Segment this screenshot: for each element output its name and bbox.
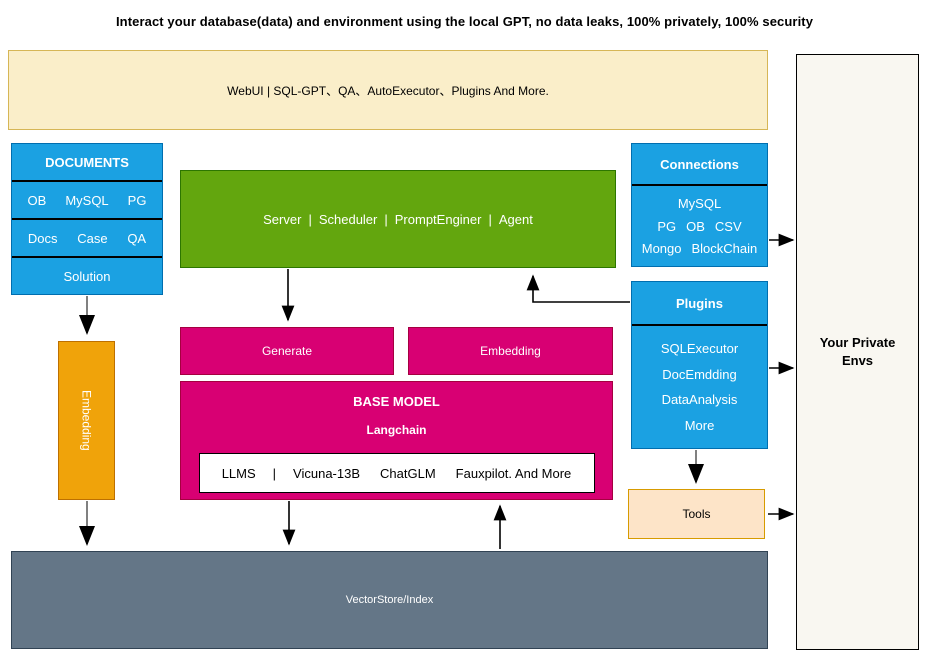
- arrow-plugins-to-server: [526, 274, 630, 303]
- plugin-more: More: [684, 418, 715, 434]
- documents-header: DOCUMENTS: [45, 154, 129, 170]
- llm-chatglm: ChatGLM: [380, 465, 436, 481]
- embedding-label: Embedding: [480, 344, 541, 358]
- plugins-body: SQLExecutor DocEmdding DataAnalysis More: [632, 324, 767, 448]
- plugin-dataanalysis: DataAnalysis: [661, 392, 738, 408]
- connections-blockchain: BlockChain: [691, 241, 758, 257]
- webui-banner-label: WebUI | SQL-GPT、QA、AutoExecutor、Plugins …: [227, 83, 549, 98]
- base-model-title: BASE MODEL: [353, 394, 440, 409]
- base-model-subtitle: Langchain: [366, 423, 427, 437]
- llms-label: LLMS: [221, 465, 256, 481]
- server-item: Server: [263, 211, 302, 227]
- documents-pg: PG: [127, 192, 147, 208]
- llms-list[interactable]: LLMS | Vicuna-13B ChatGLM Fauxpilot. And…: [198, 453, 595, 493]
- agent-item: Agent: [498, 211, 533, 227]
- page-title: Interact your database(data) and environ…: [115, 14, 814, 29]
- webui-banner[interactable]: WebUI | SQL-GPT、QA、AutoExecutor、Plugins …: [8, 50, 768, 130]
- connections-csv: CSV: [714, 218, 742, 234]
- connections-body: MySQL PG OB CSV Mongo BlockChain: [632, 184, 767, 266]
- llm-vicuna: Vicuna-13B: [293, 465, 361, 481]
- server-separator-3: |: [488, 211, 492, 227]
- plugin-docemdding: DocEmdding: [662, 366, 737, 382]
- plugin-sqlexecutor: SQLExecutor: [660, 340, 739, 356]
- connections-mysql: MySQL: [677, 195, 722, 211]
- connections-header: Connections: [660, 156, 739, 172]
- private-envs-box[interactable]: Your Private Envs: [796, 54, 919, 650]
- embedding-vertical-box[interactable]: Embedding: [58, 341, 115, 500]
- plugins-box[interactable]: Plugins SQLExecutor DocEmdding DataAnaly…: [631, 281, 768, 449]
- private-envs-line-1: Your Private: [819, 335, 896, 351]
- documents-row-solution: Solution: [12, 256, 162, 294]
- documents-docs: Docs: [27, 230, 58, 246]
- documents-case: Case: [77, 230, 108, 246]
- connections-line-1: MySQL: [678, 196, 721, 211]
- server-box[interactable]: Server | Scheduler | PromptEnginer | Age…: [180, 170, 616, 268]
- tools-box[interactable]: Tools: [628, 489, 765, 539]
- generate-label: Generate: [261, 344, 313, 358]
- promptenginer-item: PromptEnginer: [394, 211, 482, 227]
- documents-box[interactable]: DOCUMENTS OB MySQL PG Docs Case QA Solut…: [11, 143, 163, 295]
- tools-label: Tools: [682, 507, 711, 521]
- documents-row-content: Docs Case QA: [12, 218, 162, 256]
- private-envs-line-2: Envs: [841, 353, 874, 368]
- server-separator-1: |: [308, 211, 312, 227]
- connections-line-2: PG OB CSV: [657, 219, 741, 234]
- vectorstore-box[interactable]: VectorStore/Index: [11, 551, 768, 649]
- server-separator-2: |: [384, 211, 388, 227]
- llm-fauxpilot: Fauxpilot. And More: [455, 465, 572, 481]
- connections-box[interactable]: Connections MySQL PG OB CSV Mongo BlockC…: [631, 143, 768, 267]
- generate-box[interactable]: Generate: [180, 327, 394, 375]
- documents-row-databases: OB MySQL PG: [12, 180, 162, 218]
- plugins-header: Plugins: [676, 295, 723, 311]
- documents-solution: Solution: [63, 268, 111, 284]
- embedding-box[interactable]: Embedding: [408, 327, 613, 375]
- connections-line-3: Mongo BlockChain: [642, 241, 758, 256]
- documents-mysql: MySQL: [65, 192, 109, 208]
- embedding-vertical-label: Embedding: [79, 390, 94, 451]
- documents-ob: OB: [27, 192, 47, 208]
- scheduler-item: Scheduler: [318, 211, 378, 227]
- connections-ob: OB: [686, 218, 705, 234]
- llms-separator: |: [272, 465, 277, 481]
- base-model-box[interactable]: BASE MODEL Langchain LLMS | Vicuna-13B C…: [180, 381, 613, 500]
- private-envs-label: Your Private Envs: [820, 334, 896, 369]
- documents-qa: QA: [127, 230, 147, 246]
- connections-pg: PG: [657, 218, 677, 234]
- vectorstore-label: VectorStore/Index: [345, 594, 434, 606]
- connections-mongo: Mongo: [641, 241, 682, 257]
